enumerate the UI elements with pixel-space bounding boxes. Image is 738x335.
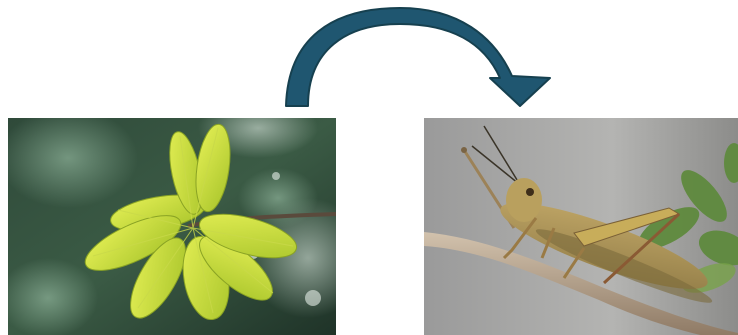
- grasshopper-photo: [424, 118, 738, 335]
- arrow-shape: [286, 8, 550, 106]
- leaf-icon: [8, 118, 336, 335]
- grasshopper-icon: [424, 118, 738, 335]
- leaf-photo: [8, 118, 336, 335]
- curved-arrow-icon: [280, 0, 560, 115]
